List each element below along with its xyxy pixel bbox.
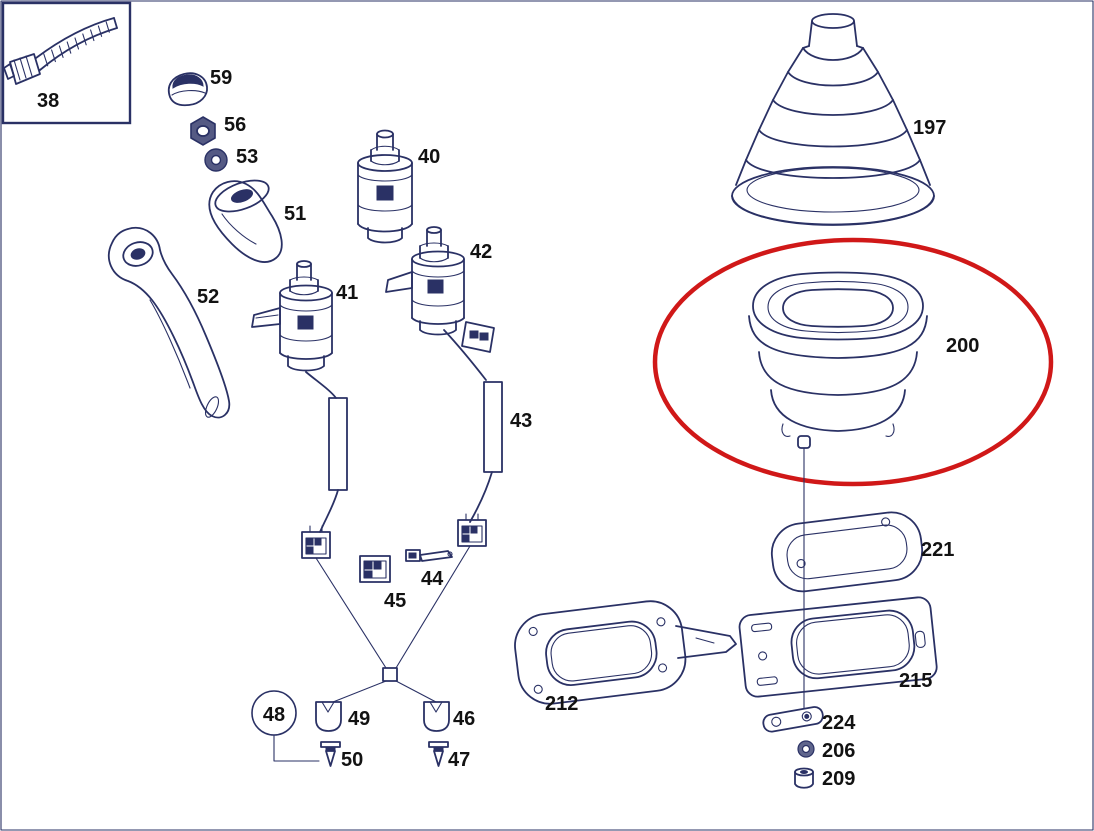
part-label-53: 53: [236, 146, 258, 168]
part-label-59: 59: [210, 67, 232, 89]
part-221-gasket-frame: [770, 511, 924, 593]
part-53-washer: [204, 148, 228, 172]
part-label-48: 48: [263, 704, 285, 726]
highlight-ellipse: [652, 237, 1054, 487]
part-46-clip: [423, 701, 450, 732]
part-label-45: 45: [384, 590, 406, 612]
part-43-rod: [469, 381, 503, 523]
connector-left: [301, 525, 331, 559]
part-206-washer: [797, 740, 815, 758]
part-label-200: 200: [946, 335, 979, 357]
part-label-38: 38: [37, 90, 59, 112]
connector-lines: [315, 545, 471, 703]
part-labels: 38 59 56 53 51 52 40 41 42 43 44 45 46 4…: [37, 67, 979, 790]
part-49-clip: [315, 701, 342, 732]
part-label-56: 56: [224, 114, 246, 136]
part-50-pin: [320, 741, 341, 767]
part-label-51: 51: [284, 203, 306, 225]
part-45-connector: [359, 555, 391, 583]
part-label-215: 215: [899, 670, 932, 692]
part-51-shift-knob: [208, 179, 283, 263]
part-label-46: 46: [453, 708, 475, 730]
part-label-47: 47: [448, 749, 470, 771]
part-label-221: 221: [921, 539, 954, 561]
part-label-52: 52: [197, 286, 219, 308]
part-44-clip: [405, 549, 453, 562]
connector-right: [457, 513, 487, 547]
part-47-pin: [428, 741, 449, 767]
part-label-224: 224: [822, 712, 856, 734]
part-label-206: 206: [822, 740, 855, 762]
part-209-nut: [794, 767, 814, 789]
part-label-197: 197: [913, 117, 946, 139]
part-label-49: 49: [348, 708, 370, 730]
part-40-switch: [357, 129, 413, 244]
part-42-switch: [385, 226, 495, 381]
part-200-boot: [748, 271, 928, 449]
part-label-40: 40: [418, 146, 440, 168]
part-label-43: 43: [510, 410, 532, 432]
part-label-209: 209: [822, 768, 855, 790]
part-197-boot: [731, 13, 935, 226]
part-label-50: 50: [341, 749, 363, 771]
part-215-bracket-plate: [738, 596, 938, 698]
part-59-cap: [167, 72, 208, 107]
part-52-shift-lever: [107, 226, 231, 419]
part-212-base-plate: [514, 600, 737, 705]
part-label-41: 41: [336, 282, 358, 304]
part-38-cable-tie: [1, 1, 132, 125]
part-56-nut: [190, 116, 216, 146]
part-label-44: 44: [421, 568, 444, 590]
part-41-switch: [251, 260, 348, 533]
part-48-callout-circle: [251, 690, 320, 762]
part-label-212: 212: [545, 693, 578, 715]
part-224-bracket: [762, 706, 824, 733]
part-label-42: 42: [470, 241, 492, 263]
